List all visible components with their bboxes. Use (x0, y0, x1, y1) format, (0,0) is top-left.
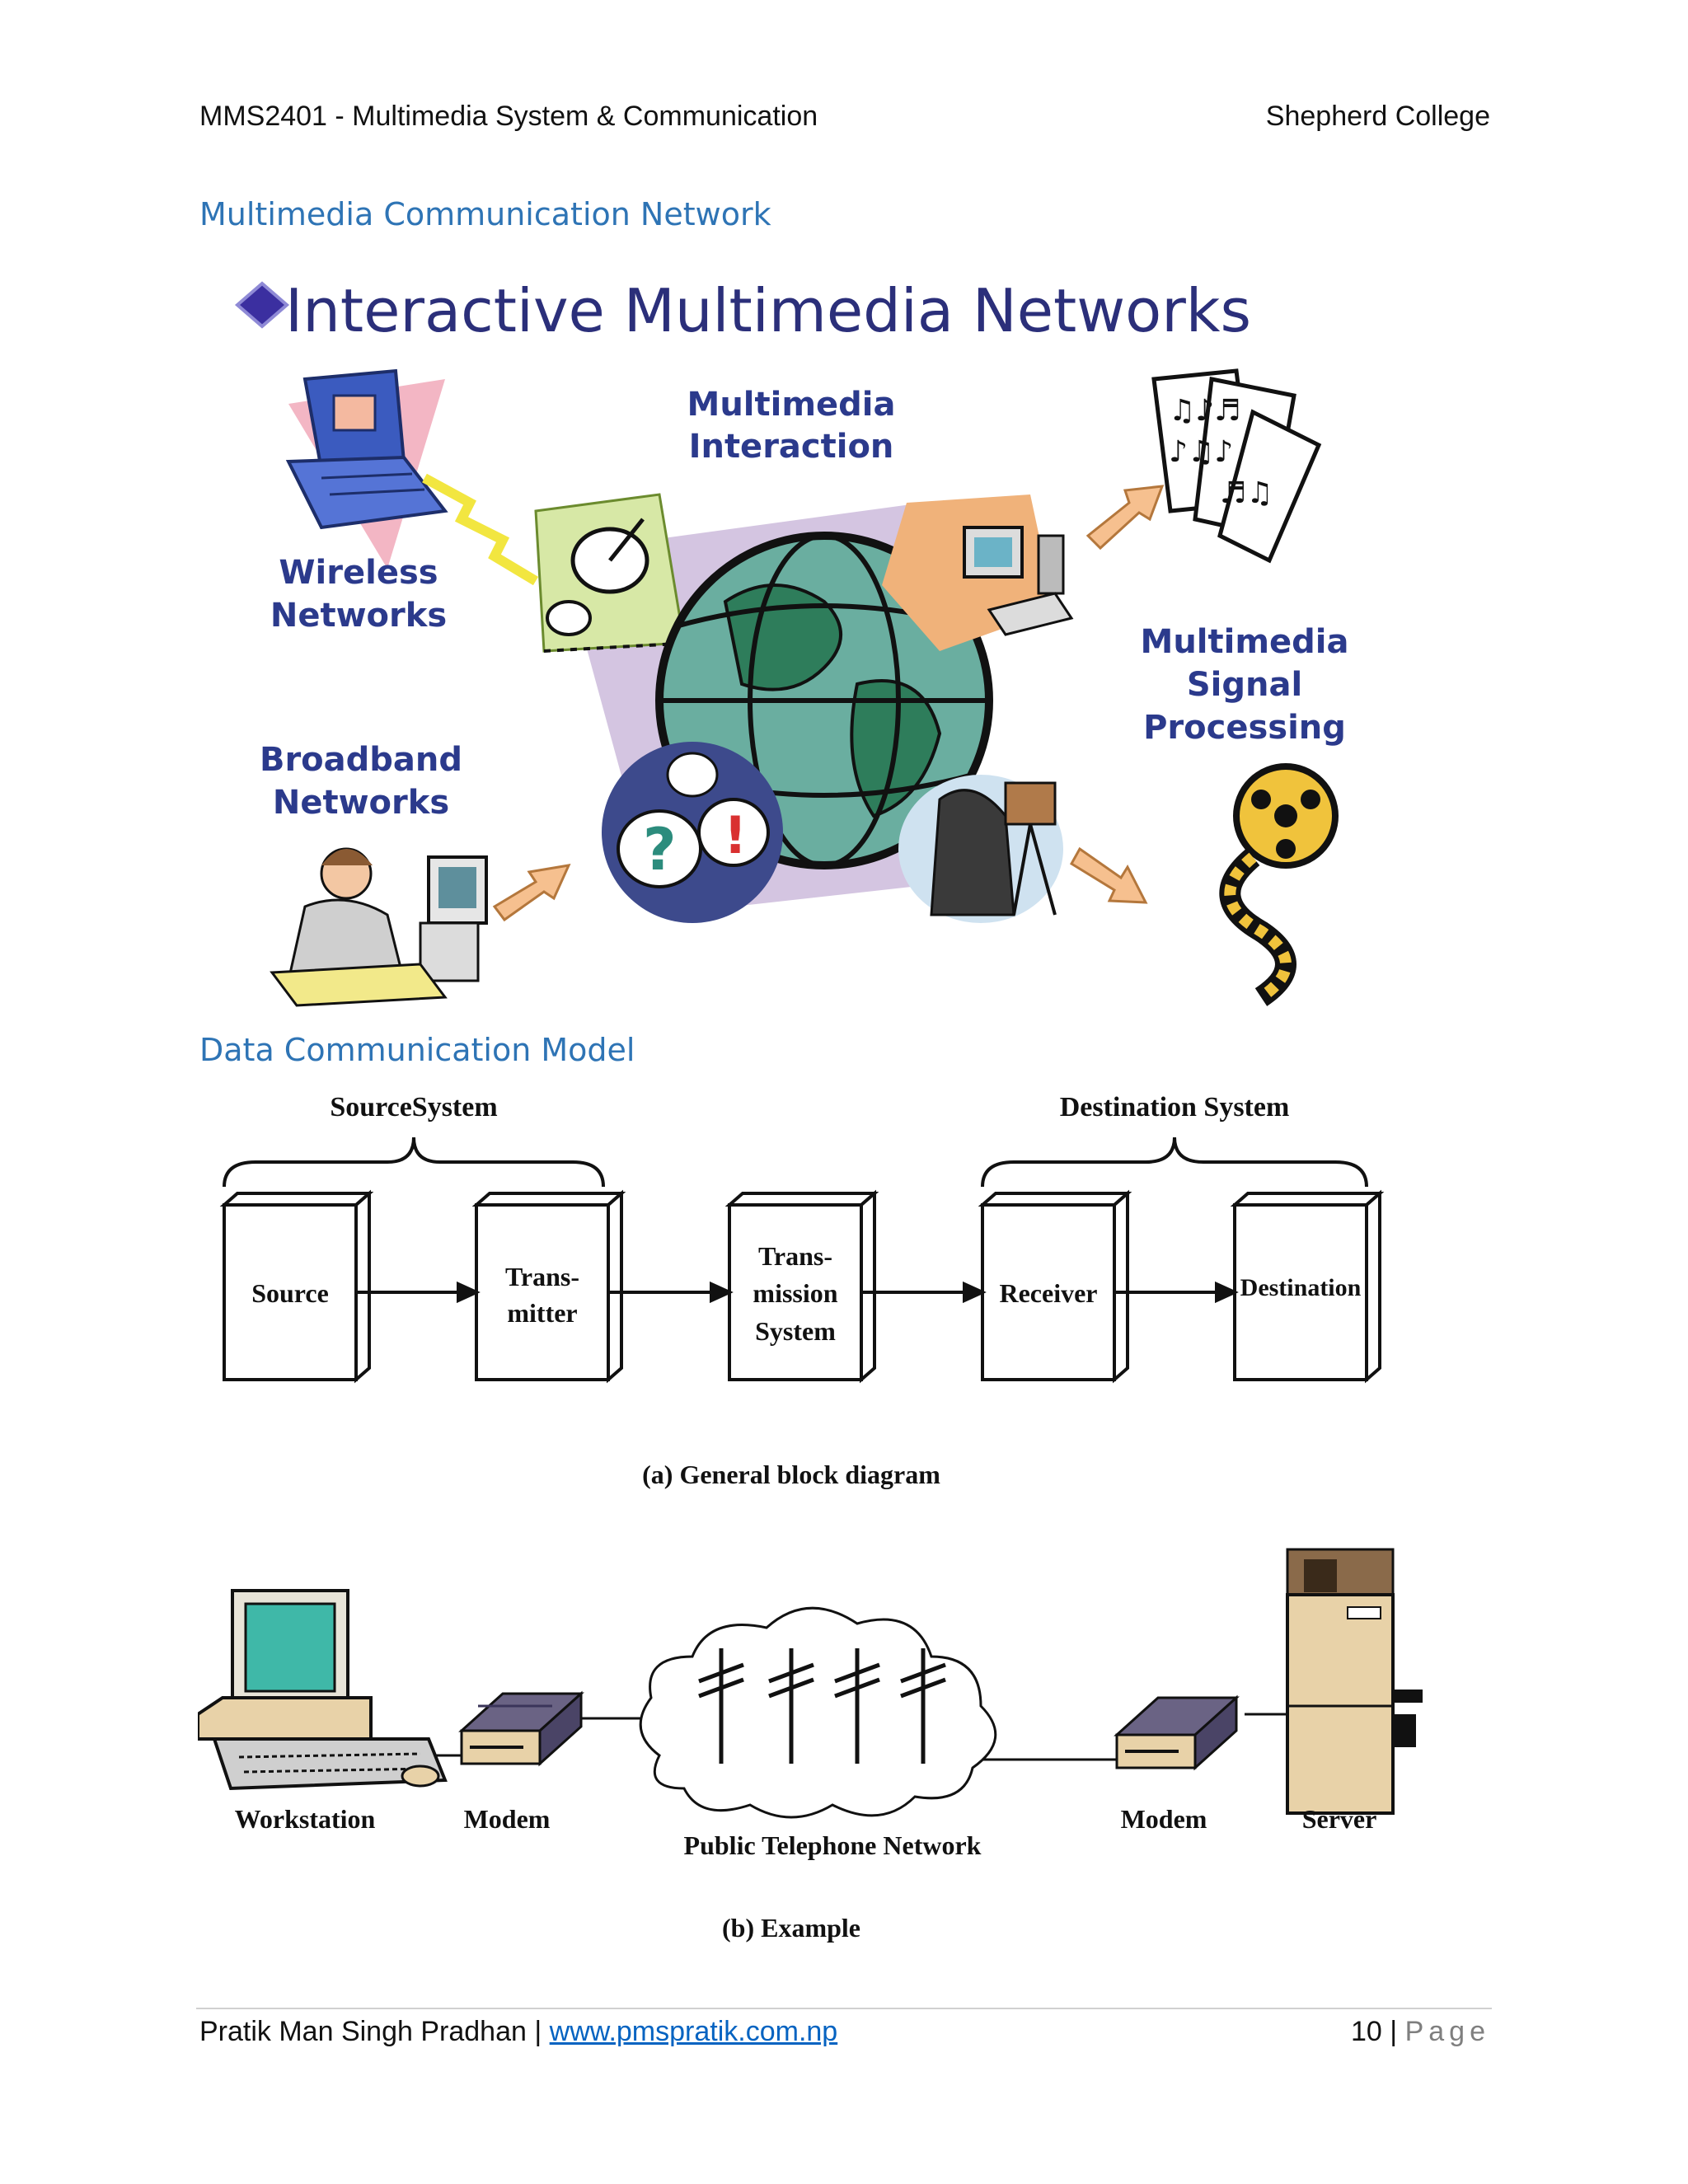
caption-block-diagram: (a) General block diagram (642, 1460, 940, 1489)
brace-destination (981, 1137, 1368, 1188)
footer-separator: | (534, 2016, 542, 2047)
server-icon (1286, 1548, 1423, 1815)
label-multimedia-interaction-1: Multimedia (687, 386, 896, 424)
workstation-icon (198, 1589, 448, 1791)
svg-text:♬♫: ♬♫ (1220, 476, 1273, 510)
block-label-transmission-3: System (755, 1316, 836, 1346)
footer-author: Pratik Man Singh Pradhan (199, 2016, 527, 2047)
header-college: Shepherd College (1265, 101, 1490, 132)
brace-source (223, 1137, 605, 1188)
modem-right-icon (1114, 1694, 1240, 1771)
caption-example: (b) Example (722, 1913, 860, 1943)
sheet-music-icon: ♫♪♬ ♪♫♪ ♬♫ (1151, 368, 1322, 564)
block-label-transmission-2: mission (753, 1278, 837, 1308)
block-transmitter (471, 1189, 626, 1384)
label-modem-right: Modem (1121, 1804, 1207, 1834)
label-source-system: SourceSystem (330, 1092, 497, 1122)
camera-operator-icon (898, 775, 1063, 923)
desktop-computer-icon (882, 494, 1074, 651)
label-signal-1: Multimedia (1141, 623, 1349, 661)
label-public-telephone-network: Public Telephone Network (684, 1830, 982, 1860)
label-broadband-1: Broadband (260, 741, 462, 779)
example-diagram: Workstation Modem Public Telephone Netwo… (198, 1548, 1423, 1943)
laptop-icon (285, 368, 448, 530)
block-receiver (978, 1189, 1132, 1384)
block-label-receiver: Receiver (999, 1278, 1097, 1308)
globe-icon (655, 532, 993, 869)
section-title-data-model: Data Communication Model (199, 1032, 635, 1068)
cloud-network-icon (639, 1606, 997, 1819)
svg-text:♫♪♬: ♫♪♬ (1169, 394, 1241, 428)
block-label-transmitter-2: mitter (507, 1298, 577, 1328)
block-transmission-system (724, 1189, 879, 1384)
page-label: Page (1404, 2016, 1490, 2047)
telephone-poles-icon (698, 1648, 946, 1764)
svg-text:!: ! (724, 805, 747, 865)
label-signal-3: Processing (1143, 709, 1346, 747)
label-workstation: Workstation (235, 1804, 376, 1834)
block-label-source: Source (251, 1278, 329, 1308)
interactive-networks-figure: Interactive Multimedia Networks (234, 276, 1349, 1007)
footer-website-link[interactable]: www.pmspratik.com.np (549, 2016, 838, 2047)
figure-heading: Interactive Multimedia Networks (285, 276, 1251, 345)
block-label-transmitter-1: Trans- (505, 1262, 579, 1291)
page-number: 10 (1351, 2016, 1382, 2047)
svg-text:♪♫♪: ♪♫♪ (1169, 435, 1233, 469)
person-at-computer-icon (270, 847, 488, 1007)
flow-arrows (358, 1281, 1239, 1304)
diamond-bullet-icon (234, 281, 290, 329)
arrow-right-icon (492, 485, 1165, 922)
lightning-icon (422, 473, 539, 586)
label-broadband-2: Networks (273, 784, 449, 822)
chat-bubbles-icon: ? ! (602, 742, 783, 923)
header-course: MMS2401 - Multimedia System & Communicat… (199, 101, 818, 132)
modem-left-icon (458, 1690, 584, 1767)
label-multimedia-interaction-2: Interaction (689, 428, 894, 466)
footer-page: 10 | Page (1351, 2016, 1490, 2048)
footer-divider (196, 2008, 1492, 2009)
section-title-network: Multimedia Communication Network (199, 196, 771, 232)
label-destination-system: Destination System (1060, 1092, 1290, 1122)
label-modem-left: Modem (464, 1804, 551, 1834)
block-label-transmission-1: Trans- (758, 1241, 832, 1271)
footer-left: Pratik Man Singh Pradhan | www.pmspratik… (199, 2016, 837, 2048)
satellite-dish-icon (534, 493, 693, 653)
film-reel-icon (1219, 763, 1339, 1006)
label-server: Server (1302, 1804, 1377, 1834)
block-label-destination: Destination (1240, 1274, 1362, 1301)
block-source (219, 1189, 374, 1384)
svg-text:?: ? (643, 816, 677, 883)
label-wireless-2: Networks (270, 597, 447, 635)
label-wireless-1: Wireless (279, 554, 438, 592)
page-separator: | (1390, 2016, 1398, 2047)
label-signal-2: Signal (1187, 666, 1302, 704)
general-block-diagram: SourceSystem Destination System (219, 1092, 1385, 1489)
